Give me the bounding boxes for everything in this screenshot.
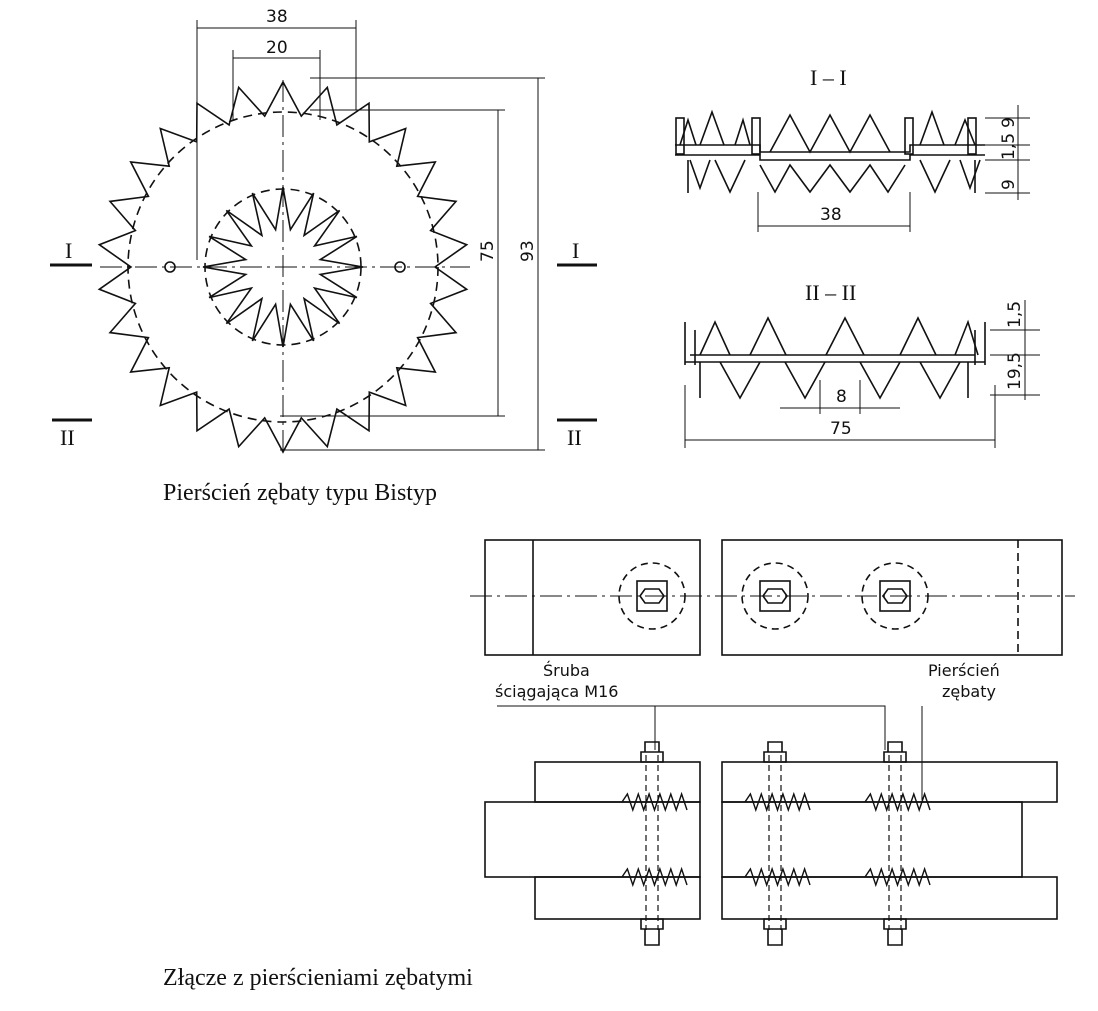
section-I-dim-1-5: 1,5	[999, 133, 1019, 160]
section-II-profile	[684, 300, 1040, 448]
section-I-title: I – I	[810, 65, 847, 90]
dim-93: 93	[518, 240, 538, 262]
hole-right	[394, 261, 406, 273]
section-mark-I-left: I	[65, 238, 72, 263]
bolt-shafts	[645, 755, 902, 930]
bolt-label-line1: Śruba	[543, 661, 590, 680]
ring-label-line1: Pierścień	[928, 661, 1000, 680]
inner-teeth	[202, 186, 364, 348]
section-mark-I-right: I	[572, 238, 579, 263]
section-II-dim-19-5: 19,5	[1005, 352, 1025, 390]
outer-teeth	[97, 80, 469, 454]
section-I-dim-9-upper: 9	[999, 117, 1019, 128]
joint-caption: Złącze z pierścieniami zębatymi	[163, 965, 473, 991]
ring-caption: Pierścień zębaty typu Bistyp	[163, 480, 437, 506]
dim-38: 38	[266, 7, 288, 27]
section-II-dim-75: 75	[830, 419, 852, 439]
toothed-ring-sections	[621, 791, 931, 888]
timber-left	[484, 539, 701, 656]
section-II-title: II – II	[805, 280, 856, 305]
bolt-nuts	[640, 741, 907, 946]
section-mark-II-left: II	[60, 425, 75, 450]
section-II-dim-1-5: 1,5	[1005, 301, 1025, 328]
bolt-label-line2: ściągająca M16	[495, 682, 618, 701]
toothed-ring-plan-view	[50, 20, 597, 454]
ring-label-line2: zębaty	[942, 682, 996, 701]
dim-75: 75	[478, 240, 498, 262]
section-I-profile	[675, 105, 1030, 232]
section-I-dim-38: 38	[820, 205, 842, 225]
section-mark-II-right: II	[567, 425, 582, 450]
dim-20: 20	[266, 38, 288, 58]
joint-side-view	[484, 705, 1058, 946]
section-II-dim-8: 8	[836, 387, 847, 407]
hole-left	[164, 261, 176, 273]
timber-right	[721, 539, 1063, 656]
section-I-dim-9-lower: 9	[999, 179, 1019, 190]
joint-plan-view	[470, 539, 1075, 656]
